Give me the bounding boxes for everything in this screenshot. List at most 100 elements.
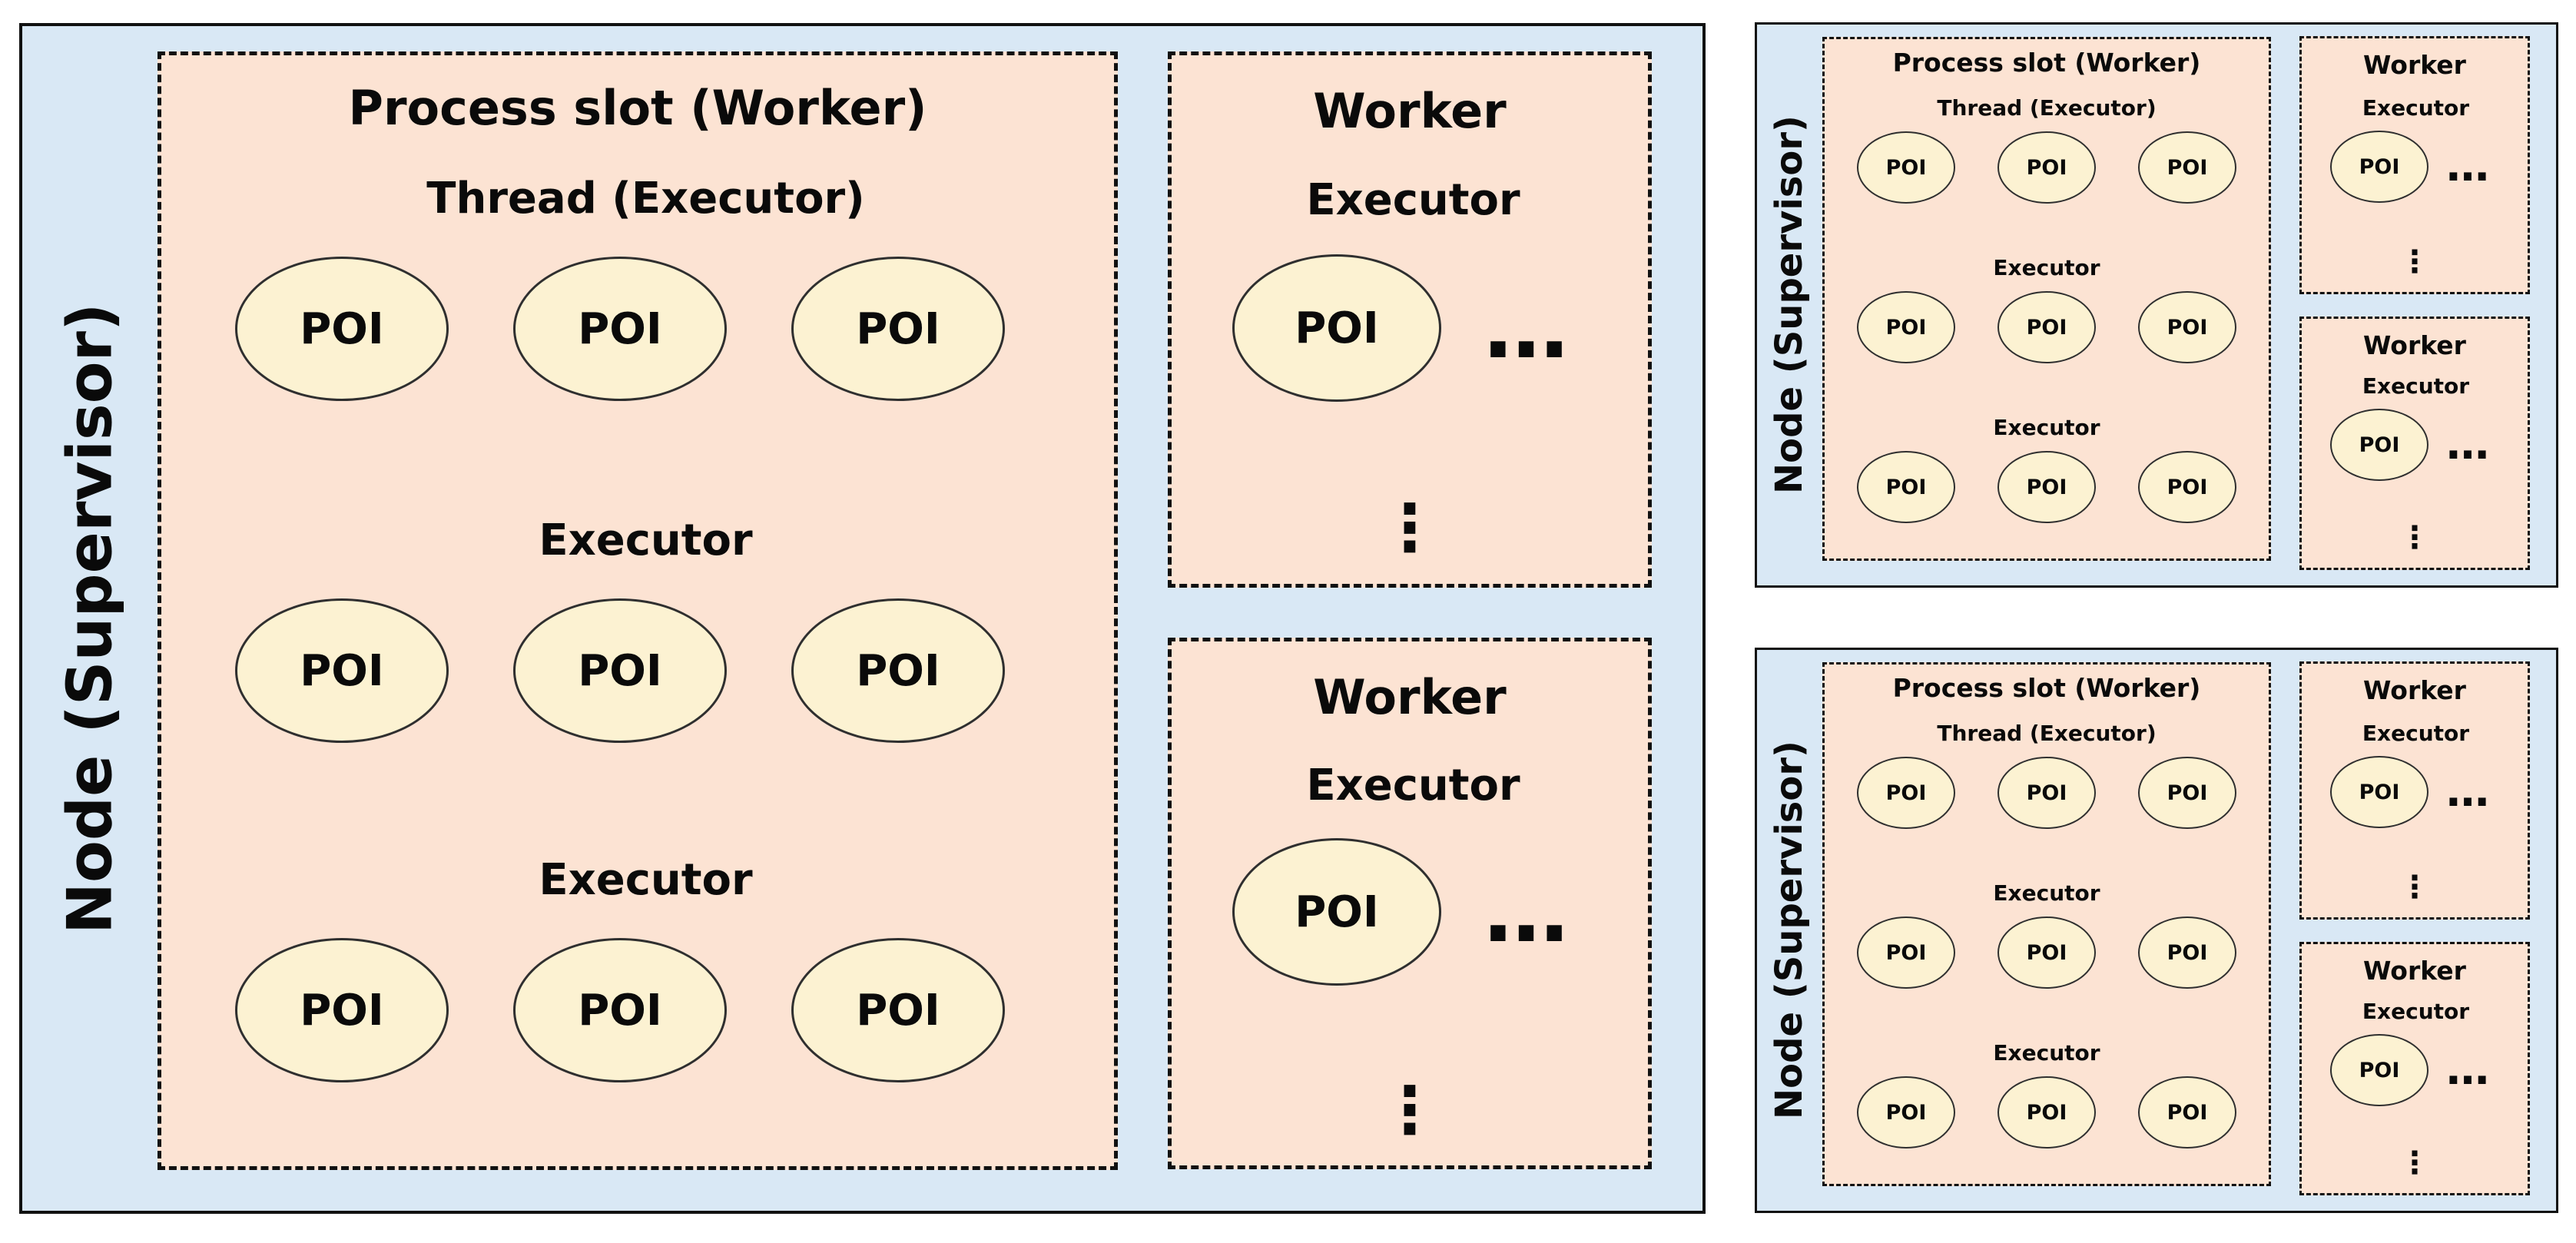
poi-label: POI (578, 303, 662, 354)
worker-box: Worker Executor POI … ⋮ (1168, 51, 1652, 588)
worker-title: Worker (2363, 956, 2466, 986)
worker-title: Worker (1313, 669, 1507, 725)
poi-ellipse: POI (1857, 131, 1955, 204)
poi-label: POI (2026, 475, 2067, 499)
poi-label: POI (2167, 475, 2208, 499)
executor-title: Thread (Executor) (426, 174, 865, 224)
executor-box: Executor POI … (1209, 159, 1617, 446)
poi-label: POI (2026, 315, 2067, 340)
node-supervisor-label: Node (Supervisor) (1757, 25, 1822, 585)
poi-ellipse: POI (2138, 451, 2236, 523)
poi-ellipse: POI (2330, 756, 2428, 828)
poi-ellipse: POI (2330, 409, 2428, 481)
process-slot-title: Process slot (Worker) (348, 80, 927, 136)
poi-label: POI (2359, 780, 2400, 804)
poi-label: POI (1885, 475, 1927, 499)
poi-ellipse: POI (1857, 1076, 1955, 1149)
poi-label: POI (2026, 155, 2067, 180)
poi-ellipse: POI (1997, 451, 2096, 523)
executor-title: Executor (1993, 1040, 2100, 1066)
executor-box: Executor POI … (2322, 366, 2510, 499)
poi-label: POI (2167, 940, 2208, 965)
worker-box: Worker Executor POI … ⋮ (2299, 36, 2530, 294)
poi-ellipse: POI (1997, 917, 2096, 989)
executor-title: Executor (1306, 761, 1520, 810)
poi-label: POI (300, 303, 384, 354)
worker-title: Worker (2363, 50, 2466, 80)
ellipsis-horizontal: … (1484, 863, 1569, 961)
poi-label: POI (1885, 155, 1927, 180)
worker-title: Worker (2363, 330, 2466, 360)
poi-ellipse: POI (1857, 757, 1955, 829)
executor-title: Executor (1993, 255, 2100, 280)
executor-box: Thread (Executor) POI POI POI (1846, 88, 2247, 220)
executor-title: Executor (539, 515, 753, 565)
poi-ellipse: POI (1997, 291, 2096, 363)
poi-label: POI (1295, 303, 1379, 353)
ellipsis-vertical: ⋮ (2399, 1145, 2430, 1181)
executor-title: Executor (2362, 721, 2470, 746)
executor-box: Executor POI … (2322, 88, 2510, 220)
poi-label: POI (2359, 154, 2400, 179)
process-slot-box: Process slot (Worker) Thread (Executor) … (157, 51, 1118, 1170)
executor-box: Executor POI … (1209, 744, 1617, 1031)
process-slot-box: Process slot (Worker) Thread (Executor) … (1822, 662, 2271, 1186)
poi-label: POI (1885, 1100, 1927, 1125)
poi-label: POI (2026, 940, 2067, 965)
poi-ellipse: POI (2138, 757, 2236, 829)
ellipsis-horizontal: … (2446, 767, 2489, 817)
ellipsis-vertical: ⋮ (1378, 490, 1442, 565)
executor-box: Thread (Executor) POI POI POI (1846, 714, 2247, 846)
node-supervisor-label: Node (Supervisor) (1757, 650, 1822, 1211)
poi-ellipse: POI (1857, 291, 1955, 363)
executor-box: Executor POI … (2322, 992, 2510, 1124)
poi-ellipse: POI (235, 257, 449, 401)
poi-label: POI (300, 645, 384, 696)
poi-label: POI (578, 645, 662, 696)
executor-box: Executor POI POI POI (1846, 873, 2247, 1006)
executor-title: Thread (Executor) (1937, 721, 2157, 746)
poi-label: POI (856, 303, 940, 354)
poi-label: POI (578, 985, 662, 1036)
process-slot-title: Process slot (Worker) (1892, 673, 2201, 703)
poi-label: POI (2359, 1058, 2400, 1082)
poi-label: POI (1885, 315, 1927, 340)
process-slot-box: Process slot (Worker) Thread (Executor) … (1822, 37, 2271, 561)
executor-box: Executor POI POI POI (1846, 408, 2247, 540)
poi-ellipse: POI (513, 257, 727, 401)
ellipsis-vertical: ⋮ (2399, 244, 2430, 280)
poi-label: POI (2167, 781, 2208, 805)
poi-ellipse: POI (1232, 838, 1441, 986)
executor-title: Executor (1306, 175, 1520, 225)
executor-box: Executor POI POI POI (1846, 1033, 2247, 1165)
poi-label: POI (2167, 315, 2208, 340)
poi-ellipse: POI (1997, 1076, 2096, 1149)
ellipsis-horizontal: … (2446, 419, 2489, 469)
poi-label: POI (856, 985, 940, 1036)
node-supervisor-label-text: Node (Supervisor) (1768, 115, 1811, 495)
poi-ellipse: POI (1857, 451, 1955, 523)
poi-label: POI (856, 645, 940, 696)
poi-ellipse: POI (2138, 917, 2236, 989)
executor-title: Executor (2362, 999, 2470, 1024)
ellipsis-horizontal: … (2446, 1045, 2489, 1095)
poi-ellipse: POI (235, 938, 449, 1082)
poi-ellipse: POI (513, 938, 727, 1082)
poi-ellipse: POI (791, 257, 1005, 401)
node-supervisor-label-text: Node (Supervisor) (54, 303, 126, 934)
executor-title: Executor (1993, 415, 2100, 440)
executor-title: Executor (539, 855, 753, 905)
executor-title: Executor (1993, 880, 2100, 906)
ellipsis-horizontal: … (1484, 279, 1569, 377)
poi-ellipse: POI (235, 598, 449, 743)
poi-ellipse: POI (1857, 917, 1955, 989)
worker-box: Worker Executor POI … ⋮ (1168, 638, 1652, 1169)
poi-ellipse: POI (2330, 131, 2428, 203)
poi-ellipse: POI (2138, 291, 2236, 363)
worker-title: Worker (1313, 83, 1507, 139)
poi-label: POI (1885, 781, 1927, 805)
poi-ellipse: POI (2138, 1076, 2236, 1149)
poi-ellipse: POI (1997, 757, 2096, 829)
worker-box: Worker Executor POI … ⋮ (2299, 661, 2530, 920)
